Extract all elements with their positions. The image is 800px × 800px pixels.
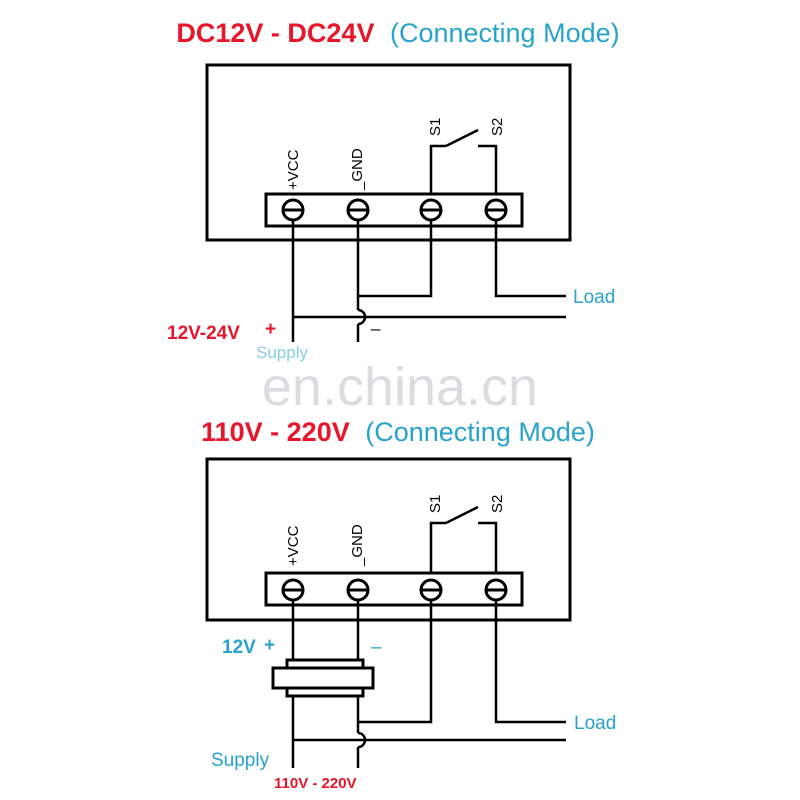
top-title-mode: (Connecting Mode) [390, 18, 620, 48]
top-relay-switch [429, 128, 498, 200]
bottom-label-gnd: _GND [349, 524, 366, 567]
bottom-supply-label: Supply [211, 750, 270, 771]
bottom-supply-voltage: 110V - 220V [274, 775, 357, 792]
top-controller-box [205, 63, 572, 242]
bottom-power-adapter [271, 658, 375, 698]
watermark: en.china.cn [262, 357, 538, 417]
bottom-label-vcc: +VCC [285, 525, 302, 566]
bottom-plus-sign: + [264, 635, 275, 656]
bottom-title: 110V - 220V (Connecting Mode) [201, 417, 595, 447]
top-supply-voltage: 12V-24V [167, 323, 240, 344]
top-label-load: Load [573, 287, 615, 308]
bottom-label-s2: S2 [489, 495, 506, 513]
top-minus-sign: – [371, 319, 381, 338]
top-plus-sign: + [265, 319, 276, 340]
bottom-diagram: 110V - 220V (Connecting Mode) +VCC _GND … [201, 417, 616, 792]
top-label-s2: S2 [489, 118, 506, 136]
top-diagram: DC12V - DC24V (Connecting Mode) +VCC _GN… [167, 18, 620, 362]
bottom-label-load: Load [574, 713, 616, 734]
bottom-wiring [291, 600, 566, 768]
bottom-label-s1: S1 [427, 495, 444, 513]
bottom-controller-box [205, 457, 572, 622]
bottom-terminal-block [264, 571, 524, 607]
top-label-vcc: +VCC [285, 149, 302, 190]
bottom-title-voltage: 110V - 220V [201, 417, 350, 447]
top-label-gnd: _GND [349, 148, 366, 191]
top-terminal-block [264, 192, 524, 228]
bottom-relay-switch [429, 505, 498, 578]
bottom-adapter-voltage: 12V [222, 637, 256, 658]
top-supply-label: Supply [256, 343, 308, 362]
bottom-terminal-screws [281, 578, 508, 602]
top-title: DC12V - DC24V (Connecting Mode) [176, 18, 619, 48]
top-label-s1: S1 [427, 118, 444, 136]
bottom-minus-sign: – [371, 637, 382, 658]
top-wiring [291, 220, 566, 342]
bottom-title-mode: (Connecting Mode) [365, 417, 595, 447]
top-title-voltage: DC12V - DC24V [176, 18, 374, 48]
